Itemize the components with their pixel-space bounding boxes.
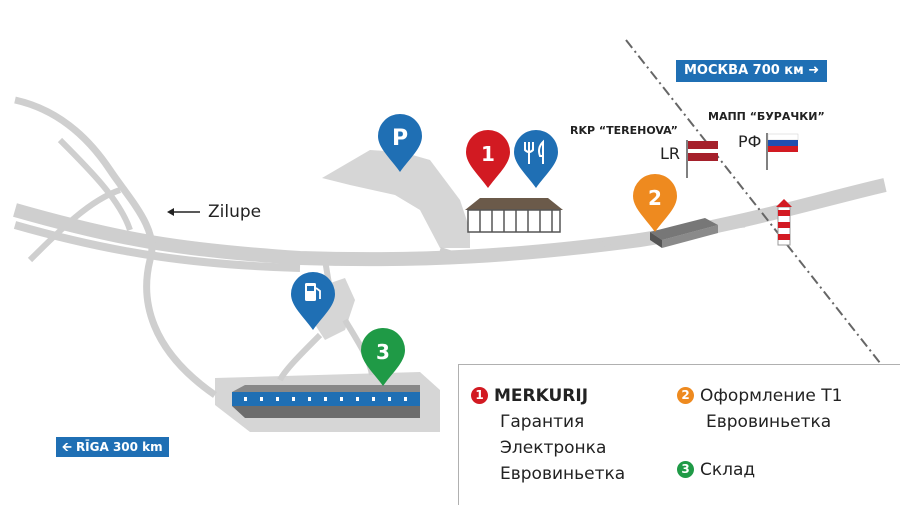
restaurant-building — [465, 198, 563, 233]
parking-marker[interactable]: P — [378, 114, 422, 172]
marker-1[interactable]: 1 — [466, 130, 510, 188]
legend-item-2-line: Оформление Т1 — [700, 386, 843, 406]
map-pin-icon — [633, 174, 677, 232]
legend-marker-3-icon: 3 — [677, 461, 694, 478]
legend-item-1-line: Гарантия — [500, 412, 585, 432]
legend-panel: 1 MERKURIJ Гарантия Электронка Евровиньет… — [458, 364, 900, 505]
map-pin-icon — [378, 114, 422, 172]
legend-item-2-line: Евровиньетка — [706, 412, 832, 432]
parking-area — [322, 150, 470, 248]
parking-icon: P — [392, 126, 408, 151]
customs-building — [650, 218, 718, 248]
legend-marker-2-icon: 2 — [677, 387, 694, 404]
zilupe-label: Zilupe — [208, 202, 262, 222]
fuel-marker[interactable] — [291, 272, 335, 330]
map-pin-icon — [361, 328, 405, 386]
moscow-sign: МОСКВА 700 км ➜ — [676, 60, 828, 82]
legend-item-1-line: Электронка — [500, 438, 607, 458]
mapp-label: МАПП “БУРАЧКИ” — [708, 110, 825, 123]
legend-item-1-line: Евровиньетка — [500, 464, 626, 484]
fuel-pump-icon — [305, 283, 321, 301]
rkp-country-label: LR — [660, 144, 681, 163]
mapp-country-label: РФ — [738, 132, 762, 151]
riga-sign-label: RĪGA 300 km — [75, 440, 163, 454]
legend-item-2: 2 Оформление Т1 Евровиньетка — [677, 383, 842, 435]
marker-2-label: 2 — [648, 186, 662, 210]
border-post — [776, 199, 792, 246]
map-pin-icon — [514, 130, 558, 188]
arrow-left-icon — [167, 208, 200, 216]
arrow-left-icon: 🡨 — [62, 440, 72, 454]
rkp-label: RKP “TEREHOVA” — [570, 124, 678, 137]
marker-1-label: 1 — [481, 142, 495, 166]
legend-marker-1-icon: 1 — [471, 387, 488, 404]
marker-2[interactable]: 2 — [633, 174, 677, 232]
marker-3-label: 3 — [376, 340, 390, 364]
state-border-line — [625, 39, 885, 369]
arrow-right-icon: ➜ — [808, 63, 820, 78]
riga-sign: 🡨 RĪGA 300 km — [56, 437, 169, 457]
legend-item-1: 1 MERKURIJ Гарантия Электронка Евровиньет… — [471, 383, 625, 487]
fork-knife-icon — [524, 139, 544, 164]
russia-flag — [766, 133, 799, 170]
latvia-flag — [686, 140, 718, 178]
restaurant-marker[interactable] — [514, 130, 558, 188]
legend-item-3: 3 Склад — [677, 457, 755, 483]
warehouse-building — [232, 385, 420, 418]
moscow-sign-label: МОСКВА 700 км — [684, 63, 804, 78]
marker-3[interactable]: 3 — [361, 328, 405, 386]
map-pin-icon — [466, 130, 510, 188]
legend-item-3-line: Склад — [700, 460, 756, 480]
legend-item-1-title: MERKURIJ — [494, 386, 589, 406]
